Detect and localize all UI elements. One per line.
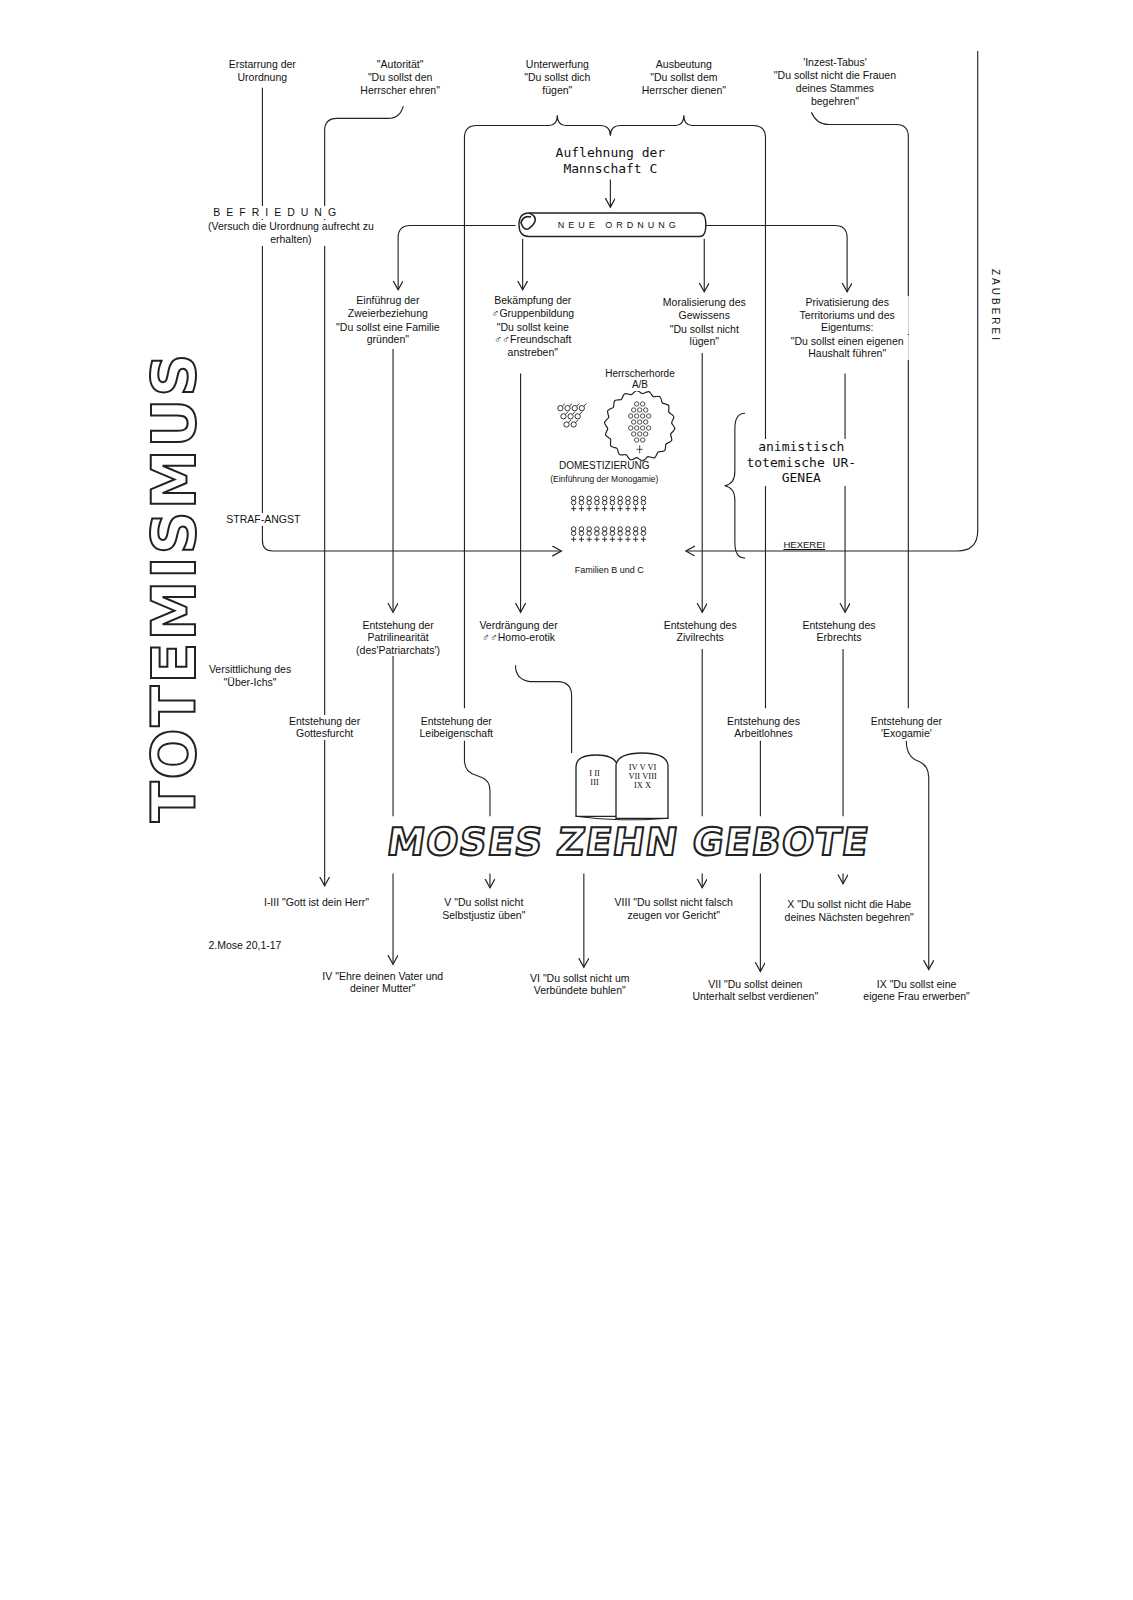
leader-line bbox=[489, 873, 490, 887]
text-label: (Versuch die Urordnung aufrecht zu erhal… bbox=[204, 220, 378, 245]
text-label: I-III "Gott ist dein Herr" bbox=[255, 896, 377, 909]
leader-line bbox=[842, 649, 843, 816]
leader-line bbox=[392, 873, 393, 964]
leader-line bbox=[464, 115, 765, 708]
leader-line bbox=[520, 373, 521, 612]
text-label: STRAF-ANGST bbox=[224, 513, 302, 526]
text-label: VIII "Du sollst nicht falsch zeugen vor … bbox=[602, 896, 745, 921]
leader-line bbox=[704, 239, 705, 292]
text-label: ZAUBEREI bbox=[989, 267, 1001, 345]
text-label: VII "Du sollst deinen Unterhalt selbst v… bbox=[689, 978, 822, 1003]
text-label: Privatisierung des Territoriums und des … bbox=[786, 296, 908, 334]
text-label: IX "Du sollst eine eigene Frau erwerben" bbox=[860, 978, 972, 1003]
text-label: Entstehung der Patrilinearität (des'Patr… bbox=[334, 619, 462, 657]
node-text: NEUE ORDNUNG bbox=[539, 220, 698, 230]
leader-line bbox=[522, 239, 523, 290]
leader-line bbox=[760, 741, 761, 817]
leader-line bbox=[702, 649, 703, 816]
leader-line bbox=[842, 873, 843, 883]
scroll-banner: NEUE ORDNUNG bbox=[515, 211, 706, 239]
leader-line bbox=[515, 665, 571, 753]
node-text: I II III bbox=[586, 769, 604, 787]
leader-line bbox=[392, 649, 393, 816]
leader-line bbox=[702, 353, 703, 612]
text-label: "Autorität" bbox=[375, 58, 426, 71]
text-label: animistisch totemische UR-GENEA bbox=[744, 439, 858, 486]
leader-line bbox=[906, 741, 928, 970]
text-label: Verdrängung der ♂♂Homo-erotik bbox=[470, 619, 567, 644]
leader-line bbox=[845, 373, 846, 612]
text-label: "Du sollst dich fügen" bbox=[516, 71, 598, 96]
layout-lines bbox=[262, 51, 977, 971]
text-label: Familien B und C bbox=[573, 565, 646, 576]
text-label: Ausbeutung bbox=[654, 58, 714, 71]
leader-line bbox=[704, 226, 847, 292]
text-label: Einführug der Zweierbeziehung bbox=[332, 294, 444, 319]
text-label: VI "Du sollst nicht um Verbündete buhlen… bbox=[519, 972, 641, 997]
text-label: Bekämpfung der ♂Gruppenbildung bbox=[477, 294, 589, 319]
text-label: BEFRIEDUNG bbox=[211, 206, 344, 219]
node-text: IV V VI VII VIII IX X bbox=[624, 763, 662, 790]
text-label: Erstarrung der Urordnung bbox=[216, 58, 308, 83]
text-label: "Du sollst nicht die Frauen deines Stamm… bbox=[769, 69, 902, 107]
text-label: Unterwerfung bbox=[524, 58, 591, 71]
text-label: MOSES ZEHN GEBOTE bbox=[382, 822, 874, 864]
leader-line bbox=[464, 741, 490, 817]
text-label: Entstehung des Erbrechts bbox=[788, 619, 890, 644]
leader-line bbox=[610, 180, 611, 208]
leader-line bbox=[760, 873, 761, 971]
leader-line bbox=[392, 349, 393, 612]
text-label: "Du sollst nicht lügen" bbox=[663, 323, 745, 348]
text-label: DOMESTIZIERUNG bbox=[557, 460, 652, 472]
text-label: "Du sollst keine ♂♂Freundschaft anstrebe… bbox=[476, 321, 590, 359]
leader-line bbox=[725, 413, 745, 558]
text-label: Entstehung der Leibeigenschaft bbox=[400, 715, 512, 740]
text-label: HEXEREI bbox=[781, 539, 827, 550]
leader-line bbox=[583, 873, 584, 967]
text-label: (Einführung der Monogamie) bbox=[548, 474, 660, 484]
text-label: Entstehung der 'Exogamie' bbox=[850, 715, 962, 740]
horde-circle-outline bbox=[606, 392, 673, 459]
text-label: Auflehnung der Mannschaft C bbox=[534, 145, 687, 176]
law-tablets: I II III IV V VI VII VIII IX X bbox=[572, 753, 670, 818]
text-label: "Du sollst eine Familie gründen" bbox=[331, 321, 445, 346]
text-label: V "Du sollst nicht Selbstjustiz üben" bbox=[417, 896, 550, 921]
leader-line bbox=[262, 88, 561, 551]
text-label: "Du sollst einen eigenen Haushalt führen… bbox=[786, 335, 908, 360]
text-label: Entstehung des Zivilrechts bbox=[649, 619, 751, 644]
text-label: TOTEMISMUS bbox=[144, 350, 204, 825]
horde-circle: Herrscherhorde A/B bbox=[606, 392, 673, 459]
text-label: "Du sollst dem Herrscher dienen" bbox=[627, 71, 741, 96]
leader-line bbox=[702, 873, 703, 887]
text-label: Versittlichung des "Über-Ichs" bbox=[199, 663, 301, 688]
text-label: Moralisierung des Gewissens bbox=[653, 296, 755, 321]
text-label: Entstehung der Gottesfurcht bbox=[268, 715, 380, 740]
node-text: Herrscherhorde A/B bbox=[597, 368, 683, 391]
leader-line bbox=[398, 226, 515, 290]
text-label: 'Inzest-Tabus' bbox=[801, 56, 869, 69]
text-label: 2.Mose 20,1-17 bbox=[206, 939, 283, 952]
text-label: Entstehung des Arbeitlohnes bbox=[707, 715, 819, 740]
text-label: "Du sollst den Herrscher ehren" bbox=[349, 71, 451, 96]
text-label: IV "Ehre deinen Vater und deiner Mutter" bbox=[316, 970, 449, 995]
text-label: X "Du sollst nicht die Habe deines Nächs… bbox=[773, 898, 926, 923]
